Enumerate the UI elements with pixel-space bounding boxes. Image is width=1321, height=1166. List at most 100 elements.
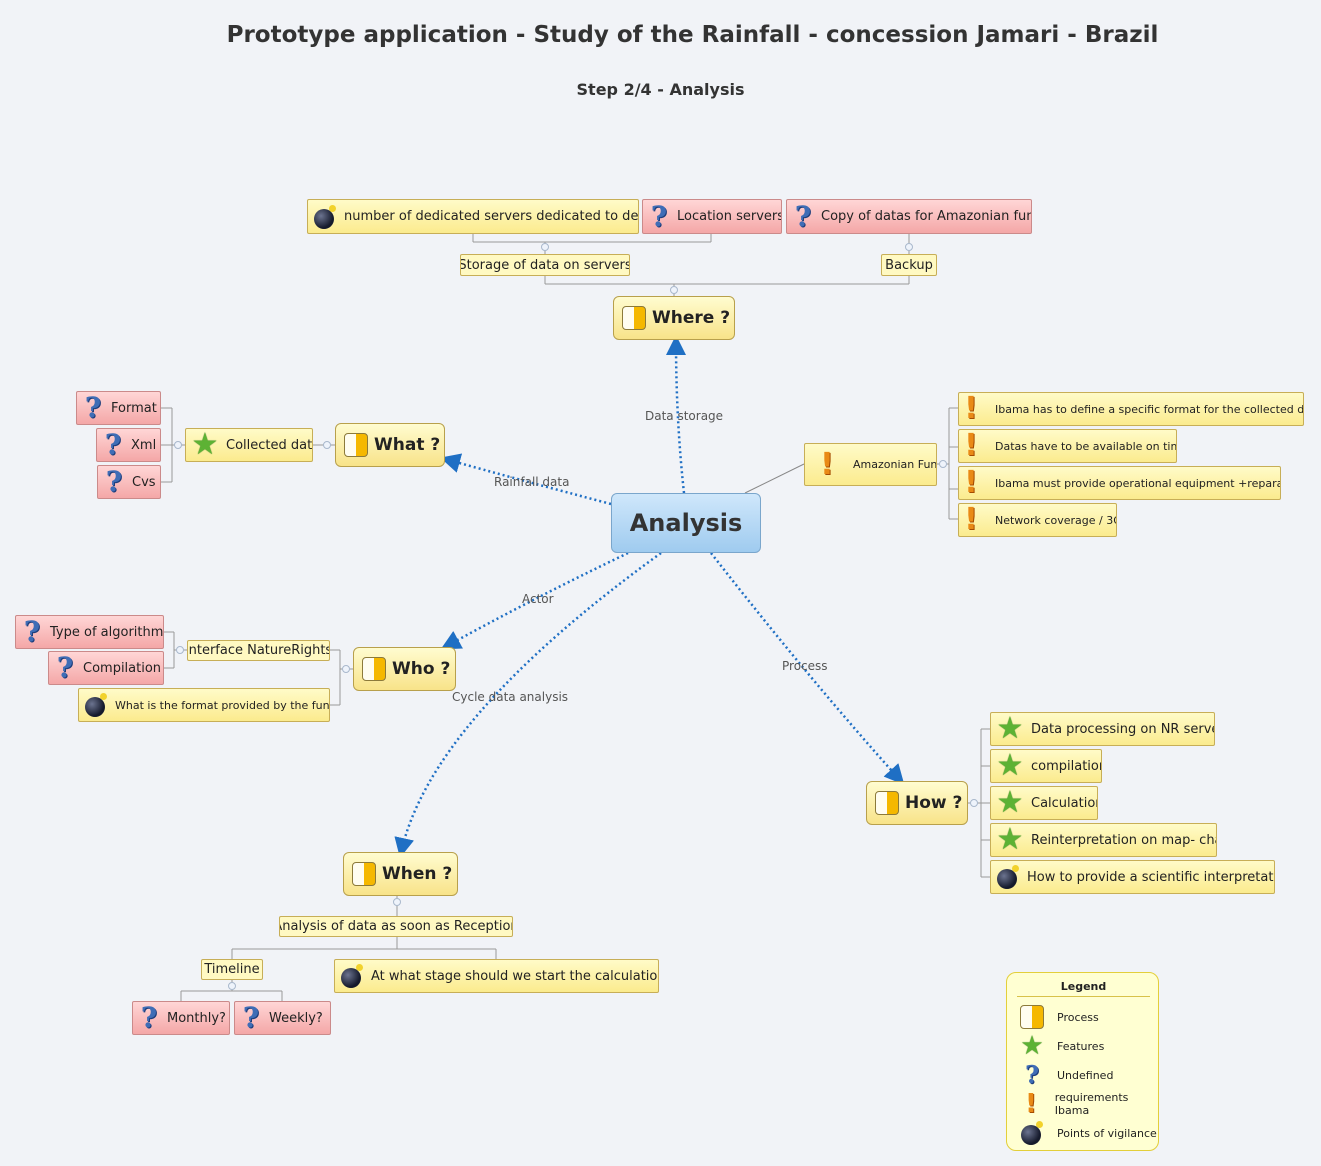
node-scientific-label: How to provide a scientific interpretati… [1027, 869, 1275, 885]
collapse-dot[interactable] [176, 646, 184, 654]
node-scientific-interpretation[interactable]: How to provide a scientific interpretati… [990, 860, 1275, 894]
subtopic-interface-label: Interface NatureRights [187, 643, 330, 658]
process-icon [875, 791, 899, 815]
star-icon: ★ [996, 786, 1024, 820]
collapse-dot[interactable] [323, 441, 331, 449]
collapse-dot[interactable] [541, 243, 549, 251]
legend-item-label: Points of vigilance [1057, 1126, 1157, 1140]
bomb-icon [339, 964, 365, 988]
node-copy-datas-label: Copy of datas for Amazonian fund [821, 209, 1032, 224]
node-format-fund[interactable]: What is the format provided by the fund? [78, 688, 330, 722]
question-icon: ? [23, 615, 41, 648]
node-network-coverage-label: Network coverage / 3G [995, 513, 1117, 527]
node-calculation-stage-label: At what stage should we start the calcul… [371, 968, 659, 984]
star-icon: ★ [191, 428, 219, 462]
collapse-dot[interactable] [174, 441, 182, 449]
node-dedicated-servers[interactable]: number of dedicated servers dedicated to… [307, 199, 639, 234]
node-reinterpretation[interactable]: ★ Reinterpretation on map- chart [990, 823, 1217, 857]
collapse-dot[interactable] [393, 898, 401, 906]
process-icon [1020, 1005, 1044, 1029]
link-label-who: Actor [522, 592, 554, 606]
star-icon: ★ [996, 823, 1024, 857]
star-icon: ★ [996, 749, 1024, 783]
legend-item-features: ★ Features [1017, 1031, 1105, 1061]
subtopic-analysis-reception[interactable]: Analysis of data as soon as Reception [279, 916, 513, 937]
topic-where-label: Where ? [652, 308, 731, 328]
node-weekly[interactable]: ? Weekly? [234, 1001, 331, 1035]
link-label-where: Data storage [645, 409, 724, 423]
exclamation-icon: ! [964, 466, 978, 500]
connector-amazonian [744, 463, 805, 494]
exclamation-icon: ! [820, 446, 834, 482]
central-topic-analysis[interactable]: Analysis [611, 493, 761, 553]
node-calculation-stage[interactable]: At what stage should we start the calcul… [334, 959, 659, 993]
node-type-algorithm[interactable]: ? Type of algorithm [15, 615, 164, 649]
node-calculation-label: Calculation [1031, 795, 1098, 811]
node-available-on-time[interactable]: ! Datas have to be available on time [958, 429, 1177, 463]
topic-who[interactable]: Who ? [353, 647, 456, 691]
collapse-dot[interactable] [342, 665, 350, 673]
process-icon [352, 862, 376, 886]
node-monthly[interactable]: ? Monthly? [132, 1001, 230, 1035]
subtopic-collected-data[interactable]: ★ Collected data [185, 428, 313, 462]
topic-how-label: How ? [905, 793, 963, 813]
subtopic-storage[interactable]: Storage of data on servers [460, 254, 630, 276]
collapse-dot[interactable] [228, 982, 236, 990]
node-xml-label: Xml [131, 437, 157, 453]
topic-where[interactable]: Where ? [613, 296, 735, 340]
subtopic-collected-label: Collected data [226, 437, 313, 453]
question-icon: ? [140, 1001, 158, 1034]
node-format-requirement[interactable]: ! Ibama has to define a specific format … [958, 392, 1304, 426]
node-monthly-label: Monthly? [167, 1010, 226, 1026]
topic-how[interactable]: How ? [866, 781, 968, 825]
node-data-processing[interactable]: ★ Data processing on NR servers [990, 712, 1215, 746]
node-location-servers-label: Location servers [677, 209, 782, 224]
node-location-servers[interactable]: ? Location servers [642, 199, 782, 234]
legend-item-label: Features [1057, 1039, 1105, 1053]
question-icon: ? [242, 1001, 260, 1034]
subtopic-timeline[interactable]: Timeline [201, 959, 263, 980]
question-icon: ? [650, 199, 668, 233]
central-topic-label: Analysis [629, 509, 743, 537]
node-type-algorithm-label: Type of algorithm [50, 624, 164, 640]
page-subtitle: Step 2/4 - Analysis [576, 80, 745, 99]
legend: Legend Process ★ Features ? Undefined ! … [1006, 972, 1159, 1151]
connector-what [440, 453, 612, 506]
collapse-dot[interactable] [670, 286, 678, 294]
subtopic-storage-label: Storage of data on servers [460, 257, 630, 273]
topic-what[interactable]: What ? [335, 423, 445, 467]
node-compilation-who-label: Compilation [83, 660, 162, 676]
node-compilation-who[interactable]: ? Compilation [48, 651, 164, 685]
node-calculation[interactable]: ★ Calculation [990, 786, 1098, 820]
connector-how [710, 552, 905, 785]
node-xml[interactable]: ? Xml [96, 428, 161, 462]
node-format[interactable]: ? Format [76, 391, 161, 425]
node-weekly-label: Weekly? [269, 1010, 323, 1026]
topic-what-label: What ? [374, 435, 441, 455]
legend-divider [1017, 996, 1150, 997]
node-operational-equipment[interactable]: ! Ibama must provide operational equipme… [958, 466, 1281, 500]
link-label-what: Rainfall data [494, 475, 570, 489]
subtopic-backup[interactable]: Backup [881, 254, 937, 276]
bomb-icon [83, 693, 109, 717]
node-copy-datas[interactable]: ? Copy of datas for Amazonian fund [786, 199, 1032, 234]
question-icon: ? [794, 199, 812, 233]
bomb-icon [995, 865, 1021, 889]
subtopic-interface-naturerights[interactable]: Interface NatureRights [187, 640, 330, 661]
node-network-coverage[interactable]: ! Network coverage / 3G [958, 503, 1117, 537]
collapse-dot[interactable] [905, 243, 913, 251]
node-cvs[interactable]: ? Cvs [97, 465, 161, 499]
legend-item-undefined: ? Undefined [1017, 1061, 1113, 1089]
subtopic-amazonian-fund[interactable]: ! Amazonian Fund [804, 443, 937, 486]
topic-when[interactable]: When ? [343, 852, 458, 896]
connector-where [666, 335, 687, 494]
collapse-dot[interactable] [970, 799, 978, 807]
node-compilation-how[interactable]: ★ compilation [990, 749, 1102, 783]
question-icon: ? [56, 651, 74, 684]
collapse-dot[interactable] [939, 460, 947, 468]
star-icon: ★ [1020, 1031, 1044, 1061]
question-icon: ? [84, 391, 102, 424]
bomb-icon [312, 204, 338, 229]
node-cvs-label: Cvs [132, 474, 156, 490]
question-icon: ? [105, 465, 123, 498]
